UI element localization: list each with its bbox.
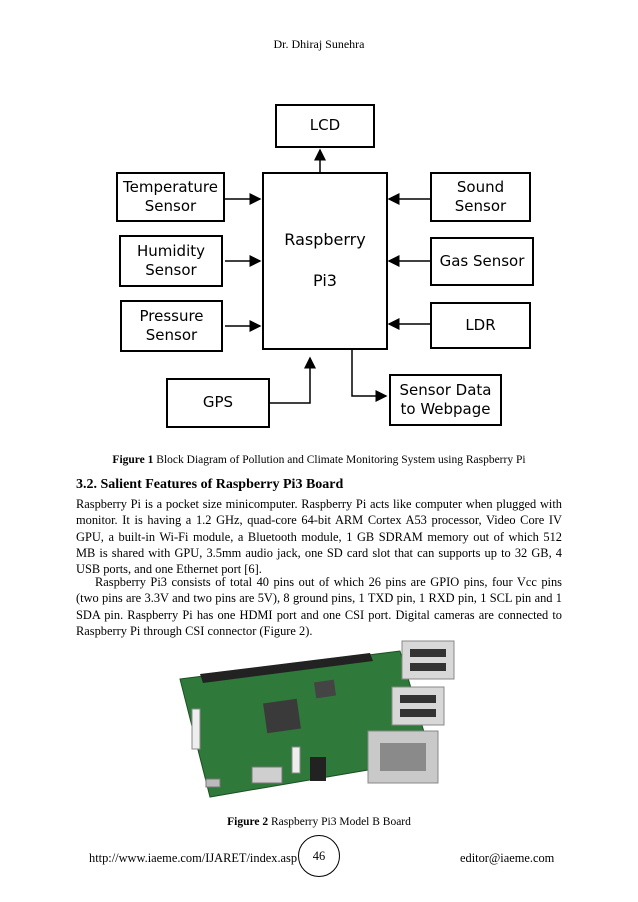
figure-2-caption: Figure 2 Raspberry Pi3 Model B Board bbox=[0, 816, 638, 828]
footer-email-link[interactable]: editor@iaeme.com bbox=[460, 851, 555, 865]
figure-1-text: Block Diagram of Pollution and Climate M… bbox=[153, 454, 526, 466]
diagram-arrows bbox=[225, 148, 430, 404]
raspberry-pi-box: Raspberry Pi3 bbox=[262, 172, 388, 350]
ldr-box: LDR bbox=[430, 302, 531, 349]
sensor-data-webpage-box: Sensor Data to Webpage bbox=[389, 374, 502, 426]
footer-url-link[interactable]: http://www.iaeme.com/IJARET/index.asp bbox=[89, 851, 298, 865]
figure-1-label: Figure 1 bbox=[112, 454, 154, 466]
figure-1-caption: Figure 1 Block Diagram of Pollution and … bbox=[0, 454, 638, 466]
humidity-sensor-box: Humidity Sensor bbox=[119, 235, 223, 287]
raspberry-pi-board-illustration bbox=[179, 640, 455, 798]
arrow-gps bbox=[270, 356, 316, 404]
figure-2-label: Figure 2 bbox=[227, 816, 269, 828]
page-number: 46 bbox=[298, 835, 340, 877]
gps-box: GPS bbox=[166, 378, 270, 428]
temperature-sensor-box: Temperature Sensor bbox=[116, 172, 225, 222]
raspberry-pi-board-photo bbox=[170, 639, 470, 799]
lcd-box: LCD bbox=[275, 104, 375, 148]
paragraph-1: Raspberry Pi is a pocket size minicomput… bbox=[76, 497, 562, 577]
arrow-webpage bbox=[351, 350, 388, 402]
gas-sensor-box: Gas Sensor bbox=[430, 237, 534, 286]
pressure-sensor-box: Pressure Sensor bbox=[120, 300, 223, 352]
section-heading: 3.2. Salient Features of Raspberry Pi3 B… bbox=[76, 477, 344, 492]
sound-sensor-box: Sound Sensor bbox=[430, 172, 531, 222]
running-header: Dr. Dhiraj Sunehra bbox=[273, 37, 365, 51]
figure-2-text: Raspberry Pi3 Model B Board bbox=[268, 816, 411, 828]
paragraph-2: Raspberry Pi3 consists of total 40 pins … bbox=[76, 575, 562, 638]
block-diagram: LCD Temperature Sensor Humidity Sensor P… bbox=[116, 104, 534, 428]
